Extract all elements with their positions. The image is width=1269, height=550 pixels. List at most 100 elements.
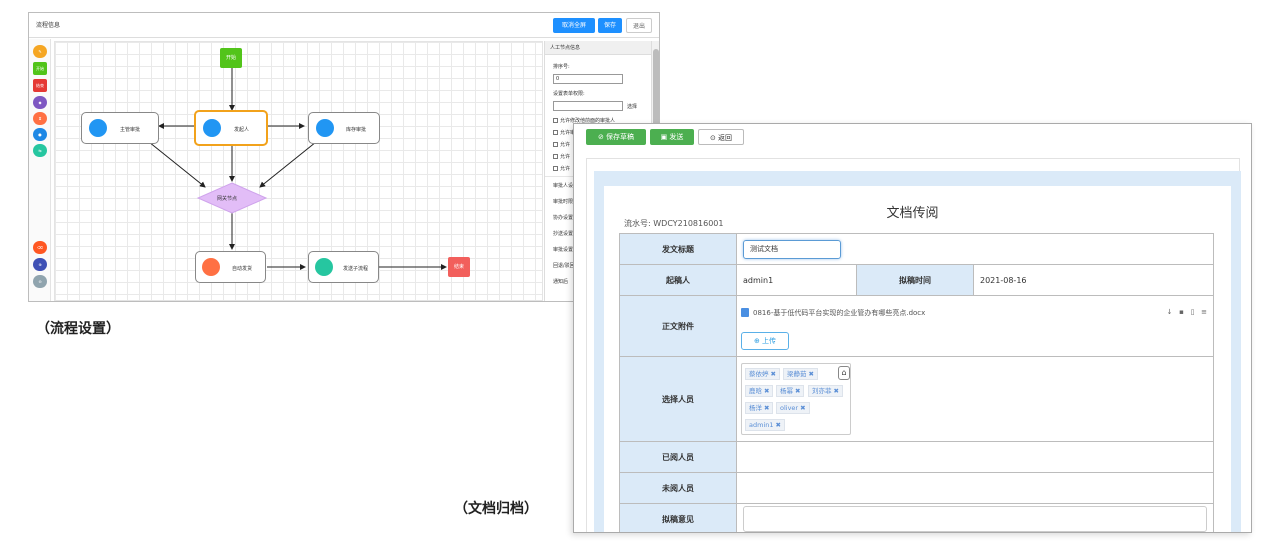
gateway-node[interactable] [196,182,268,214]
read-people-label: 已阅人员 [619,441,737,473]
subprocess-node[interactable]: 发送子流程 [308,251,379,283]
subject-label: 发文标题 [619,233,737,265]
zoom-out-icon[interactable]: ⊖ [33,275,47,288]
attachment-actions: ↓ ▪ ▯ ≡ [1167,308,1207,316]
check-option-2[interactable]: 允许审 [553,129,575,136]
palette-start-node[interactable]: 开始 [33,62,47,75]
remove-icon: ✖ [770,370,776,378]
gateway-icon[interactable]: ◆ [33,96,47,109]
document-window: ⊘ 保存草稿 ▣ 发送 ⊙ 返回 文档传阅 流水号: WDCY210816001… [573,123,1252,533]
node-label: 发送子流程 [343,266,369,272]
form-permission-label: 设置表单权限: [553,91,585,97]
person-tag[interactable]: 梁静茹✖ [783,368,818,380]
auto-send-node[interactable]: 自动发货 [195,251,266,283]
drafter-value: admin1 [736,264,857,296]
person-tag[interactable]: 鹿晗✖ [745,385,774,397]
attachment-file[interactable]: 0816-基于低代码平台实现的企业管办有哪些亮点.docx [741,308,925,318]
start-node[interactable]: 开始 [220,48,242,68]
remove-icon: ✖ [764,404,770,412]
serial-number: 流水号: WDCY210816001 [624,219,724,228]
send-icon: ▣ [660,133,670,141]
scroll-thumb[interactable] [653,49,659,159]
person-tag[interactable]: 刘亦菲✖ [808,385,843,397]
hourglass-icon[interactable]: ⧗ [33,112,47,125]
reject-setting-row[interactable]: 回退/驳回 [553,263,575,269]
send-button[interactable]: ▣ 发送 [650,129,694,145]
people-area: 蔡依婷✖ 梁静茹✖ 鹿晗✖ 杨幂✖ 刘亦菲✖ 杨洋✖ oliver✖ admin… [737,357,1213,441]
person-tag[interactable]: oliver✖ [776,402,810,414]
properties-header: 人工节点信息 [545,41,651,55]
draft-time-label: 拟稿时间 [856,264,974,296]
table-row: 正文附件 0816-基于低代码平台实现的企业管办有哪些亮点.docx ↓ ▪ ▯… [619,295,1214,357]
menu-icon[interactable]: ≡ [1201,308,1207,316]
cc-setting-row[interactable]: 抄送设置 [553,231,574,237]
table-row: 未阅人员 [619,472,1214,504]
workflow-header: 流程信息 取消全屏 保存 退出 [29,13,659,38]
flow-canvas[interactable]: 开始 主管审批 发起人 库存审批 网关节点 自动发货 发送子流程 结束 [54,41,543,301]
back-button[interactable]: ⊙ 返回 [698,129,744,145]
remove-icon: ✖ [833,387,839,395]
check-circle-icon: ⊘ [597,133,607,141]
back-icon: ⊙ [709,134,719,142]
approval-setting-row[interactable]: 审批设置 [553,247,574,253]
remove-icon: ✖ [775,421,781,429]
user-icon[interactable]: ● [33,128,47,141]
attachment-area: 0816-基于低代码平台实现的企业管办有哪些亮点.docx ↓ ▪ ▯ ≡ ⊕ … [737,296,1213,356]
delete-icon[interactable]: ▪ [1179,308,1184,316]
people-label: 选择人员 [619,356,737,442]
cancel-fullscreen-button[interactable]: 取消全屏 [553,18,595,33]
check-option-3[interactable]: 允许 [553,141,570,148]
table-row: 发文标题 测试文档 [619,233,1214,265]
person-tag[interactable]: 蔡依婷✖ [745,368,780,380]
person-tag[interactable]: admin1✖ [745,419,785,431]
person-tag[interactable]: 杨洋✖ [745,402,774,414]
attachment-label: 正文附件 [619,295,737,357]
pencil-icon[interactable]: ✎ [33,45,47,58]
save-draft-button[interactable]: ⊘ 保存草稿 [586,129,646,145]
upload-button[interactable]: ⊕ 上传 [741,332,789,350]
user-avatar-icon [89,119,107,137]
check-option-4[interactable]: 允许 [553,153,570,160]
remove-icon: ✖ [808,370,814,378]
save-button[interactable]: 保存 [598,18,622,33]
download-icon[interactable]: ↓ [1166,308,1173,316]
upload-icon: ⊕ [753,337,763,345]
table-row: 选择人员 蔡依婷✖ 梁静茹✖ 鹿晗✖ 杨幂✖ 刘亦菲✖ 杨洋✖ oliver✖ … [619,356,1214,442]
notify-row[interactable]: 通知后 [553,279,569,285]
manager-approval-node[interactable]: 主管审批 [81,112,159,144]
node-label: 发起人 [234,127,250,133]
remove-icon: ✖ [795,387,801,395]
unread-people-value [736,472,1214,504]
zoom-in-icon[interactable]: ⊕ [33,258,47,271]
end-node[interactable]: 结束 [448,257,470,277]
check-option-5[interactable]: 允许 [553,165,570,172]
subprocess-icon[interactable]: ⇆ [33,144,47,157]
initiator-node[interactable]: 发起人 [194,110,268,146]
time-limit-row[interactable]: 审批时限 [553,199,574,205]
eraser-icon[interactable]: ⌫ [33,241,47,254]
approver-setting-row[interactable]: 审批人设 [553,183,574,189]
user-avatar-icon [316,119,334,137]
hourglass-icon [202,258,220,276]
subject-input[interactable]: 测试文档 [743,239,841,259]
lock-icon[interactable]: ⌂ [838,366,850,380]
order-label: 排序号: [553,64,570,70]
opinion-label: 拟稿意见 [619,503,737,532]
check-option-1[interactable]: 允许修改他前面的审批人 [553,117,615,124]
file-icon[interactable]: ▯ [1190,308,1195,316]
attachment-cell: 0816-基于低代码平台实现的企业管办有哪些亮点.docx ↓ ▪ ▯ ≡ ⊕ … [736,295,1214,357]
people-select-box[interactable]: 蔡依婷✖ 梁静茹✖ 鹿晗✖ 杨幂✖ 刘亦菲✖ 杨洋✖ oliver✖ admin… [741,363,851,435]
person-tag[interactable]: 杨幂✖ [776,385,805,397]
palette-end-node[interactable]: 结束 [33,79,47,92]
select-link[interactable]: 选择 [627,104,638,110]
order-input[interactable]: 0 [553,74,623,84]
opinion-input[interactable] [743,506,1207,532]
assist-setting-row[interactable]: 协办设置 [553,215,574,221]
read-people-value [736,441,1214,473]
form-permission-input[interactable] [553,101,623,111]
subprocess-icon [315,258,333,276]
exit-button[interactable]: 退出 [626,18,652,33]
opinion-cell [736,503,1214,532]
document-caption: （文档归档） [454,501,538,517]
warehouse-approval-node[interactable]: 库存审批 [308,112,380,144]
